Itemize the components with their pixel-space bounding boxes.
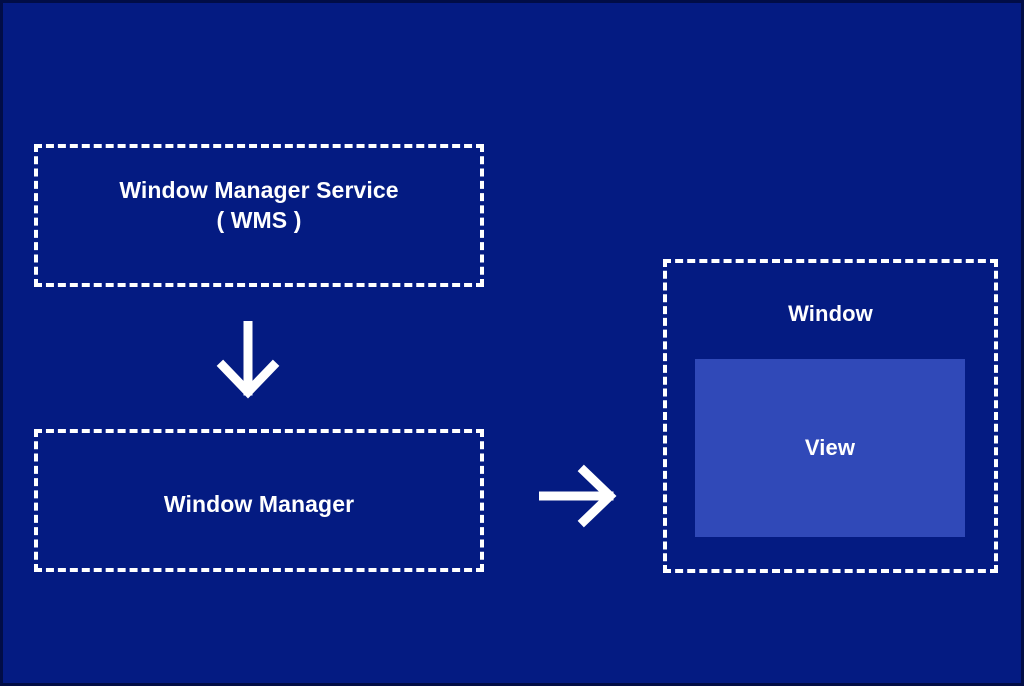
arrow-down-icon <box>215 320 281 399</box>
node-view[interactable] <box>695 359 965 537</box>
arrow-right-glyph <box>538 464 617 528</box>
node-window-manager-service[interactable] <box>34 144 484 287</box>
node-window[interactable] <box>663 259 998 573</box>
node-window-manager[interactable] <box>34 429 484 572</box>
node-view-label: View <box>804 435 856 460</box>
arrow-right-icon <box>538 463 617 529</box>
node-window-manager-service-label: Window Manager Service ( WMS ) <box>119 177 399 234</box>
node-window-manager-label: Window Manager <box>163 491 355 517</box>
arrow-down-glyph <box>216 320 280 399</box>
node-window-label: Window <box>788 301 873 326</box>
